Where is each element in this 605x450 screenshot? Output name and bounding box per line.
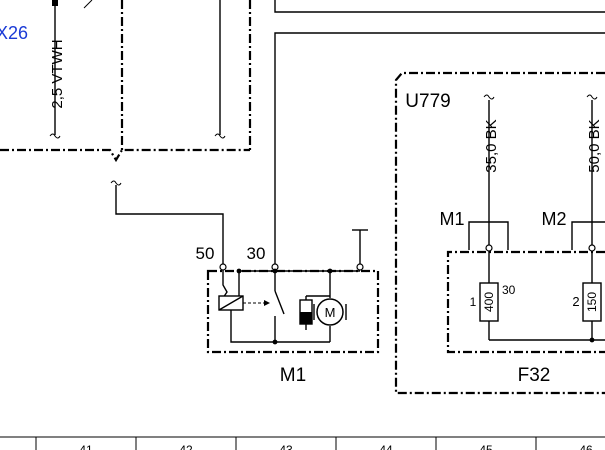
fuse-box-label: F32 — [518, 365, 551, 386]
wire-break-u1 — [483, 94, 495, 100]
module-u779: 400 150 1 2 30 — [394, 71, 605, 395]
terminal-50-label: 50 — [196, 244, 215, 263]
fuse1-value: 400 — [482, 292, 496, 312]
wire-to-term-30 — [274, 32, 605, 267]
field-winding-fill — [300, 312, 312, 324]
starter-enclosure — [206, 269, 380, 354]
column-ruler: 41 42 43 44 45 46 — [0, 436, 605, 450]
motor-symbol-label: M — [325, 305, 336, 320]
wire-label-35bk: 35,0 BK — [483, 119, 500, 172]
wire-break-low — [110, 180, 122, 186]
tap-m2-bracket — [571, 221, 605, 250]
ruler-label-42: 42 — [179, 443, 193, 450]
tap-m1-bracket — [468, 221, 509, 250]
solenoid-lead — [222, 270, 228, 299]
wire-label-vtwh: 2,5 VTWH — [49, 39, 66, 108]
ruler-label-43: 43 — [279, 443, 293, 450]
enclosure-horizontal — [0, 148, 250, 163]
switch-blade — [274, 290, 285, 315]
wire-top — [274, 0, 605, 13]
wire-break-u2 — [586, 94, 598, 100]
ruler-label-44: 44 — [379, 443, 393, 450]
left-upper-section — [0, 0, 252, 267]
node — [589, 337, 595, 343]
ruler-label-41: 41 — [79, 443, 93, 450]
wire-label-50bk: 50,0 BK — [586, 119, 603, 172]
ruler-label-46: 46 — [579, 443, 593, 450]
starter-m1: M — [206, 229, 380, 354]
fuse-box-enclosure — [446, 250, 605, 354]
connector-edge — [83, 0, 93, 9]
motor-icon — [316, 298, 344, 326]
fuse1-out: 30 — [502, 283, 516, 297]
starter-label: M1 — [280, 365, 306, 386]
terminal-50 — [219, 263, 227, 271]
module-label: U779 — [405, 91, 450, 112]
fuse1-terminal — [485, 244, 493, 252]
actuator-arrow — [264, 300, 270, 306]
terminal-30-label: 30 — [247, 244, 266, 263]
fuse2-value: 150 — [585, 292, 599, 312]
tap-m2-label: M2 — [541, 209, 566, 229]
fuse1-pin: 1 — [470, 295, 477, 309]
solenoid-diagonal — [218, 295, 244, 311]
coil-return — [230, 310, 330, 343]
terminal-ground — [356, 263, 364, 271]
ruler-label-45: 45 — [479, 443, 493, 450]
wire-to-term-50 — [115, 185, 224, 267]
tap-m1-label: M1 — [439, 209, 464, 229]
fuse1-body — [479, 282, 499, 322]
right-upper-section — [274, 0, 605, 267]
connector-pin — [52, 0, 58, 6]
wire-break-mid — [214, 133, 226, 139]
fuse2-terminal — [588, 244, 596, 252]
module-enclosure — [394, 71, 605, 395]
connector-x26-label: X26 — [0, 23, 28, 43]
fuse2-pin: 2 — [572, 294, 579, 309]
fuse2-body — [582, 282, 602, 322]
wire-break-left — [49, 133, 61, 139]
